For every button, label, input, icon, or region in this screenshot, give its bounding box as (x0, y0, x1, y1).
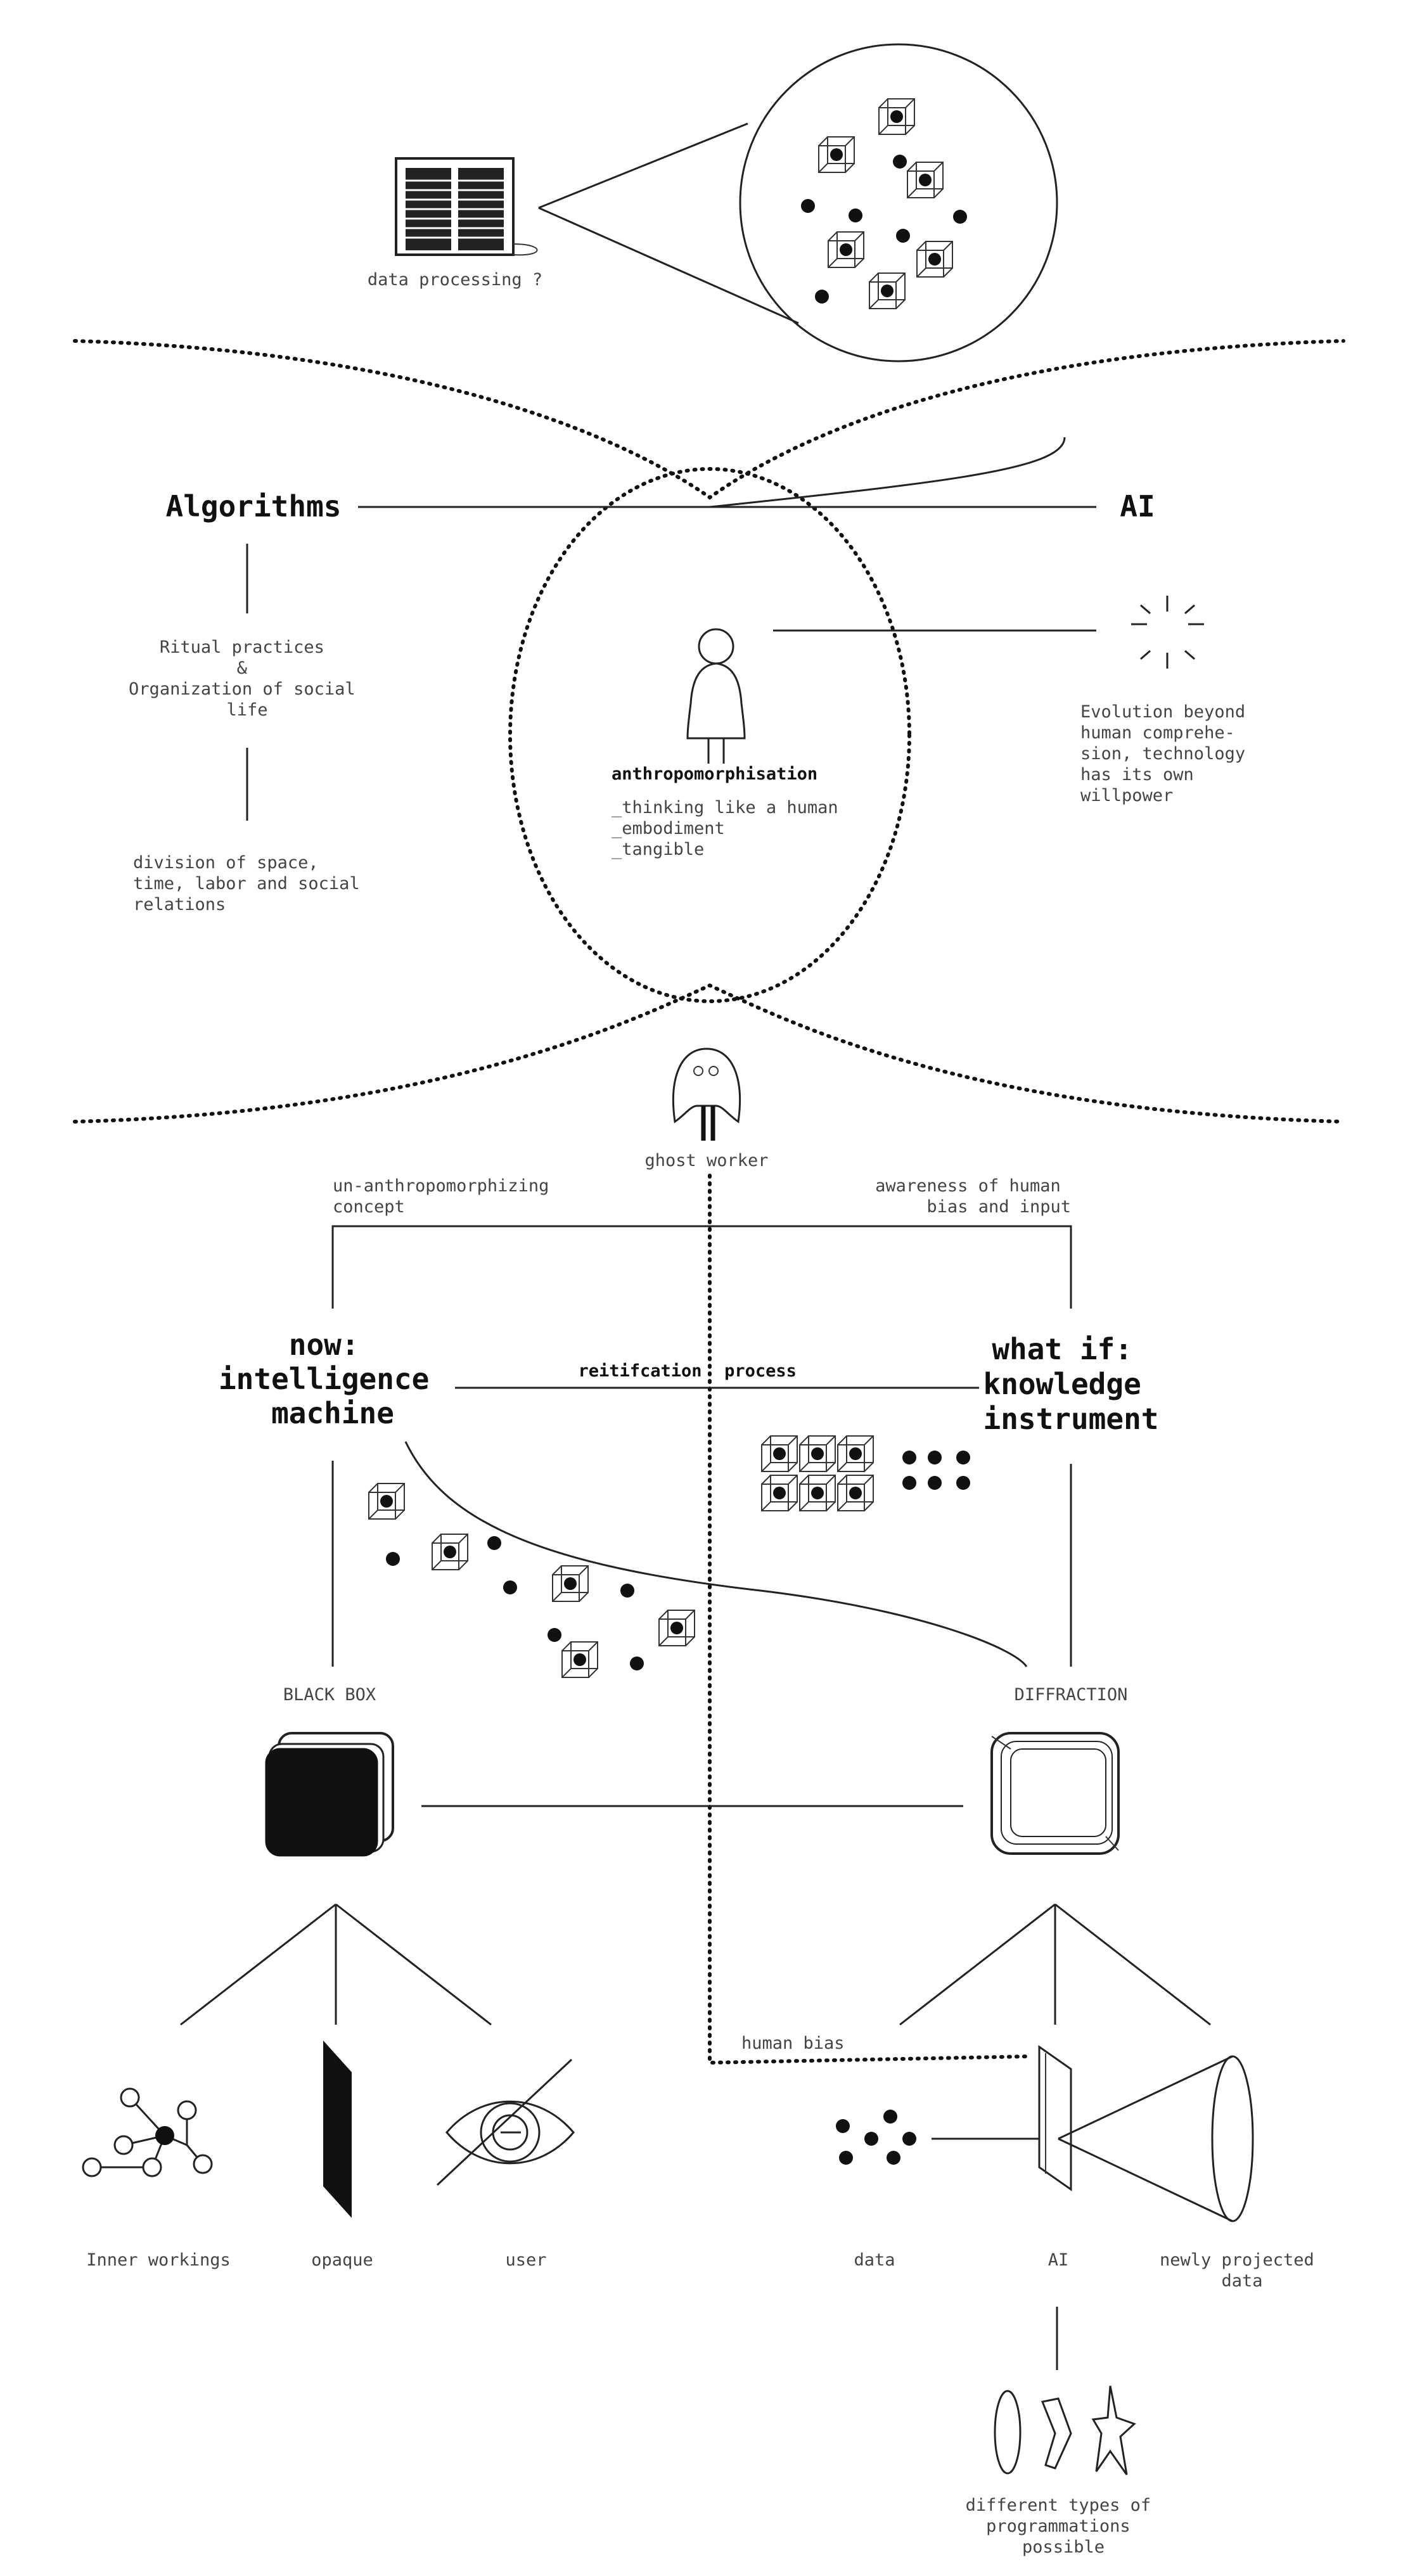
anthropomorphisation-list: _thinking like a human _embodiment _tang… (612, 798, 849, 859)
user-label: user (505, 2250, 546, 2270)
network-icon (82, 2087, 213, 2177)
ai-curve (709, 437, 1066, 508)
anthropomorphisation-ellipse (508, 467, 911, 1003)
whatif-cube-stack (761, 1435, 970, 1511)
ghost-dotted-path (708, 1174, 1032, 2065)
ai-title: AI (1120, 489, 1155, 523)
anthropomorphisation-title: anthropomorphisation (612, 764, 817, 784)
whatif-title: what if: knowledge instrument (983, 1332, 1159, 1436)
star-shape-icon (1091, 2385, 1136, 2475)
reification-label-left: reitifcation (578, 1361, 702, 1381)
zoom-lens (538, 43, 1058, 362)
ghost-icon (672, 1048, 741, 1141)
awareness-text: awareness of human bias and input (875, 1176, 1071, 1217)
prism-icon (1038, 2045, 1072, 2191)
programmations-text: different types of programmations possib… (966, 2496, 1162, 2557)
un-anthropomorphizing-text: un-anthropomorphizing concept (333, 1176, 560, 1217)
now-data-cluster (368, 1483, 695, 1678)
diffraction-tree (899, 1903, 1211, 2026)
inner-workings-label: Inner workings (86, 2250, 231, 2270)
division-text: division of space, time, labor and socia… (133, 853, 370, 914)
evolution-text: Evolution beyond human comprehe- sion, t… (1080, 702, 1255, 805)
crossed-eye-icon (436, 2058, 575, 2186)
data-label: data (854, 2250, 895, 2270)
ai-label: AI (1048, 2250, 1069, 2270)
reification-label-right: process (724, 1361, 797, 1381)
opaque-label: opaque (311, 2250, 373, 2270)
black-box-tree (180, 1903, 492, 2026)
now-title: now: intelligence machine (219, 1328, 447, 1430)
black-box-label: BLACK BOX (283, 1685, 376, 1705)
data-cluster (801, 98, 967, 309)
ghost-worker-label: ghost worker (644, 1151, 768, 1170)
cone-icon (1058, 2055, 1254, 2222)
ritual-text: Ritual practices & Organization of socia… (129, 638, 366, 720)
reification-curve (404, 1441, 1028, 1667)
lower-dotted-boundary (73, 983, 1345, 1124)
ellipse-shape-icon (994, 2390, 1022, 2475)
server-icon (395, 157, 538, 256)
human-bias-label: human bias (741, 2034, 845, 2053)
black-box-icon (265, 1732, 394, 1857)
opaque-panel-icon (323, 2041, 352, 2218)
sparkle-icon (1131, 596, 1204, 669)
diffraction-box-icon (990, 1732, 1120, 1855)
data-points-icon (836, 2110, 916, 2165)
upper-dotted-boundary (73, 339, 1345, 500)
projected-data-text: newly projected data (1160, 2250, 1324, 2291)
algorithms-title: Algorithms (166, 489, 342, 523)
hexagon-shape-icon (1041, 2397, 1072, 2470)
top-bracket (331, 1225, 1072, 1309)
person-icon (686, 628, 746, 764)
diffraction-label: DIFFRACTION (1015, 1685, 1128, 1705)
data-processing-label: data processing ? (368, 270, 542, 290)
